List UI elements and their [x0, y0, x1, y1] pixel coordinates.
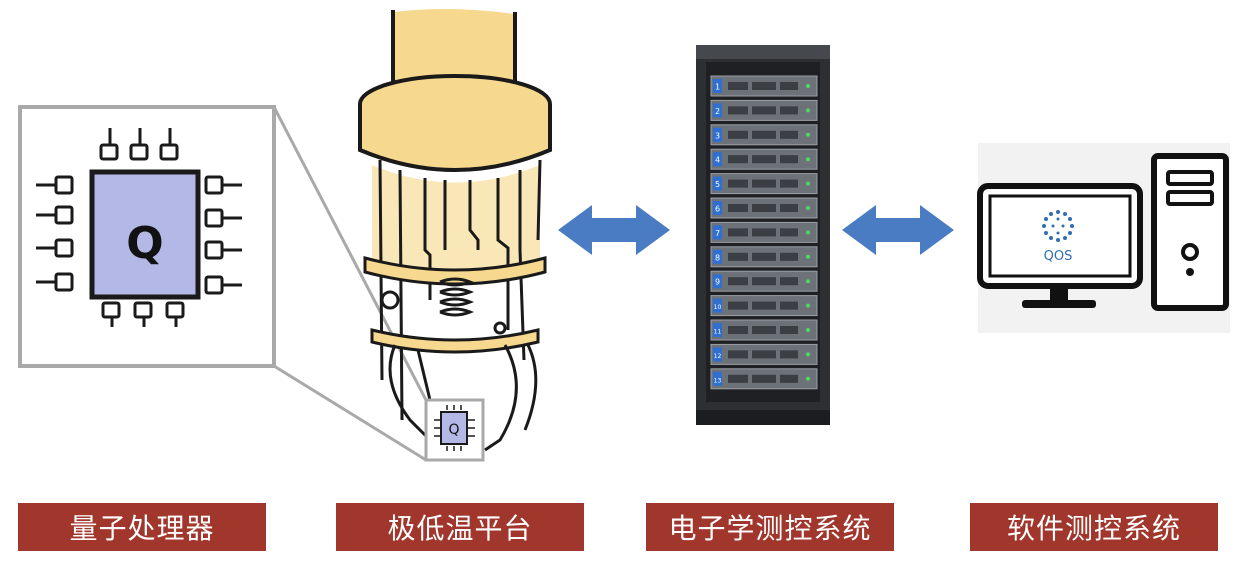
- rack-unit-number: 12: [714, 353, 722, 360]
- rack-unit: 2: [710, 99, 818, 121]
- label-electronics-system-text: 电子学测控系统: [668, 512, 872, 545]
- arrow-cryo-electronics: [558, 205, 670, 255]
- rack-unit-number: 2: [715, 107, 720, 116]
- label-software-system: 软件测控系统: [970, 503, 1218, 551]
- rack-unit-number: 8: [715, 253, 720, 262]
- rack-unit: 12: [710, 343, 818, 365]
- rack-unit-number: 10: [714, 304, 722, 311]
- rack-unit: 6: [710, 197, 818, 219]
- rack-unit: 3: [710, 124, 818, 146]
- arrow-electronics-software: [842, 205, 954, 255]
- rack-unit: 7: [710, 221, 818, 243]
- rack-unit: 10: [710, 295, 818, 317]
- qos-logo-text: QOS: [1044, 249, 1073, 264]
- computer-illustration: QOS: [977, 143, 1230, 333]
- quantum-chip-large: Q: [36, 128, 242, 327]
- rack-unit-number: 3: [715, 131, 720, 140]
- rack-unit-number: 9: [715, 278, 720, 287]
- rack-unit-number: 4: [715, 156, 720, 165]
- label-cryogenic-platform: 极低温平台: [336, 503, 584, 551]
- qos-logo: [1042, 210, 1074, 242]
- small-chip-letter: Q: [448, 422, 459, 438]
- chip-letter: Q: [126, 218, 163, 269]
- label-electronics-system: 电子学测控系统: [646, 503, 894, 551]
- cryostat-illustration: Q: [358, 8, 552, 462]
- rack-unit: 4: [710, 148, 818, 170]
- label-cryogenic-platform-text: 极低温平台: [387, 512, 533, 545]
- rack-unit: 9: [710, 270, 818, 292]
- rack-unit: 5: [710, 173, 818, 195]
- label-quantum-processor: 量子处理器: [18, 503, 266, 551]
- rack-unit-number: 7: [715, 229, 720, 238]
- rack-unit: 13: [710, 368, 818, 390]
- rack-unit-number: 6: [715, 205, 720, 214]
- rack-unit: 11: [710, 319, 818, 341]
- label-software-system-text: 软件测控系统: [1006, 512, 1181, 545]
- rack-unit: 1: [710, 75, 818, 97]
- label-quantum-processor-text: 量子处理器: [69, 512, 215, 545]
- rack-unit: 8: [710, 246, 818, 268]
- rack-unit-number: 5: [715, 180, 720, 189]
- rack-unit-number: 1: [715, 83, 720, 92]
- rack-unit-number: 13: [714, 377, 722, 384]
- rack-unit-number: 11: [714, 329, 722, 336]
